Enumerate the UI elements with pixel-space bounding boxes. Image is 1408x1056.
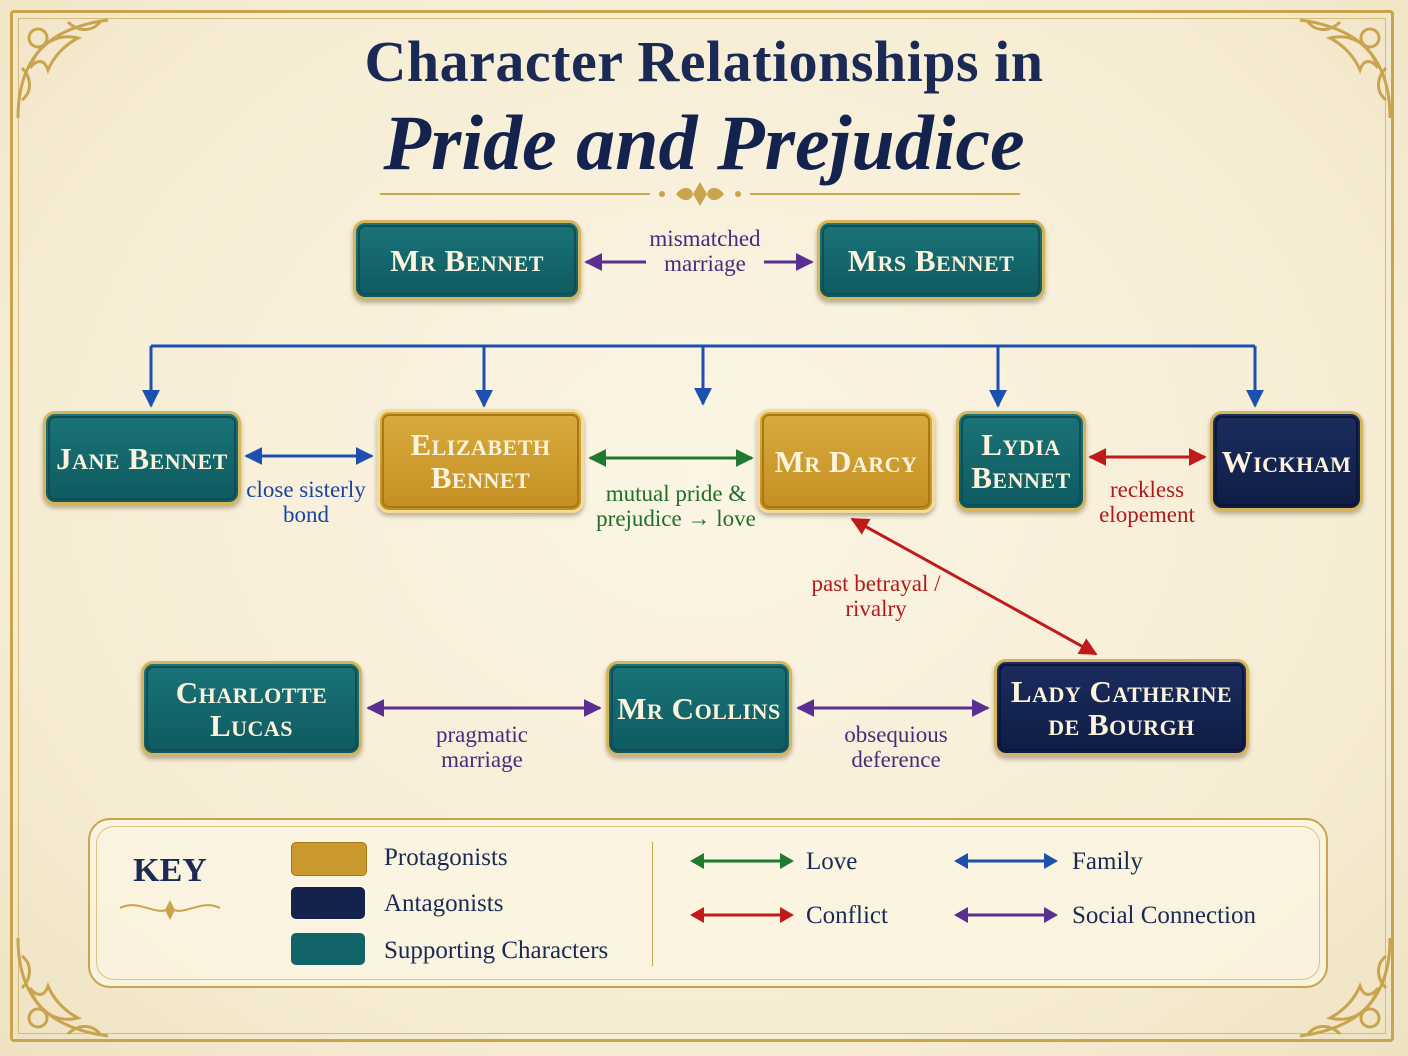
swatch-supporting xyxy=(291,933,365,965)
label-past-betrayal-rivalry: past betrayal / rivalry xyxy=(811,571,941,621)
key-conflict-arrow-icon xyxy=(690,907,794,923)
label-mutual-pride-prejudice: mutual pride & prejudice → love xyxy=(596,481,756,531)
node-wickham: Wickham xyxy=(1210,411,1363,511)
node-elizabeth-bennet: Elizabeth Bennet xyxy=(377,409,584,513)
label-close-sisterly-bond: close sisterly bond xyxy=(246,477,366,527)
label-reckless-elopement: reckless elopement xyxy=(1099,477,1195,527)
label-pragmatic-marriage: pragmatic marriage xyxy=(436,722,528,772)
corner-flourish-icon xyxy=(1299,18,1392,119)
key-label-antagonists: Antagonists xyxy=(384,890,504,917)
key-label-conflict: Conflict xyxy=(806,902,888,929)
title-divider-icon xyxy=(380,182,1020,206)
node-jane-bennet: Jane Bennet xyxy=(43,411,241,505)
key-title: KEY xyxy=(133,852,207,889)
key-panel-inner xyxy=(96,826,1320,980)
key-label-love: Love xyxy=(806,848,858,875)
key-label-social-connection: Social Connection xyxy=(1072,902,1256,929)
key-flourish-icon xyxy=(119,900,221,920)
page-subtitle: Pride and Prejudice xyxy=(383,99,1025,186)
inner-frame xyxy=(18,18,1386,1034)
outer-frame xyxy=(10,10,1394,1042)
node-mr-darcy: Mr Darcy xyxy=(757,409,935,513)
node-charlotte-lucas: Charlotte Lucas xyxy=(141,661,362,756)
swatch-protagonists xyxy=(291,842,367,876)
link-darcy-catherine xyxy=(850,517,1098,656)
label-mismatched-marriage: mismatched marriage xyxy=(649,226,761,276)
label-obsequious-deference: obsequious deference xyxy=(844,722,948,772)
corner-flourish-icon xyxy=(16,937,109,1038)
node-mr-bennet: Mr Bennet xyxy=(353,220,581,300)
key-label-supporting: Supporting Characters xyxy=(384,937,609,964)
key-divider xyxy=(652,842,653,966)
swatch-antagonists xyxy=(291,887,365,919)
node-lady-catherine: Lady Catherine de Bourgh xyxy=(994,659,1249,756)
key-family-arrow-icon xyxy=(954,853,1058,869)
family-tree xyxy=(142,344,1264,408)
node-mr-collins: Mr Collins xyxy=(606,661,792,756)
corner-flourish-icon xyxy=(16,18,109,119)
key-label-protagonists: Protagonists xyxy=(384,844,508,871)
page-title: Character Relationships in xyxy=(364,29,1044,94)
node-mrs-bennet: Mrs Bennet xyxy=(817,220,1045,300)
key-label-family: Family xyxy=(1072,848,1143,875)
key-love-arrow-icon xyxy=(690,853,794,869)
key-social-arrow-icon xyxy=(954,907,1058,923)
node-lydia-bennet: Lydia Bennet xyxy=(956,411,1086,511)
corner-flourish-icon xyxy=(1299,937,1392,1038)
